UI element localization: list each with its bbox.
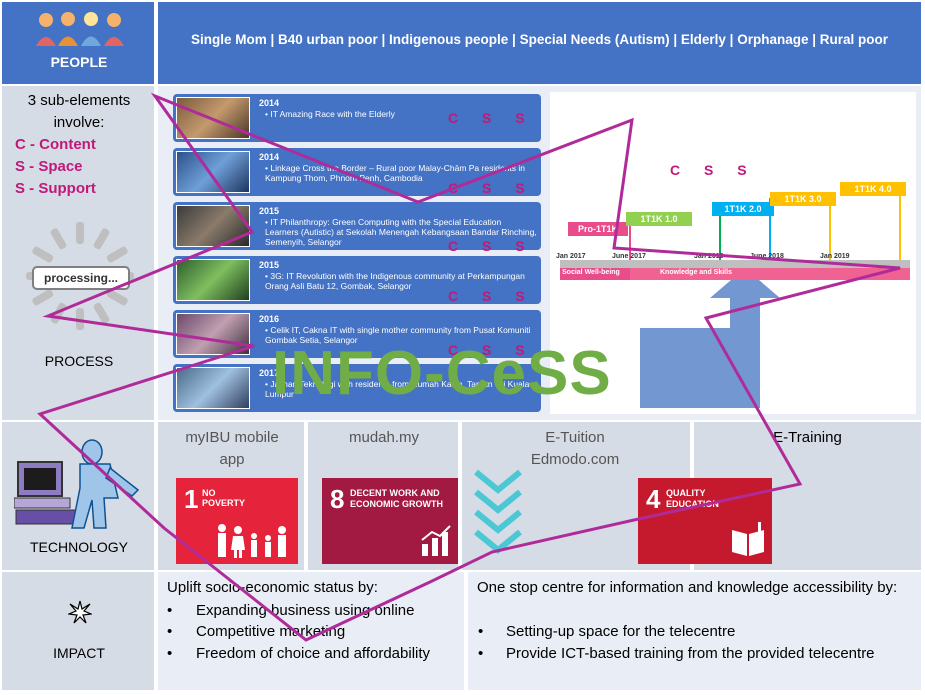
tech-app-label: E-Training	[773, 429, 842, 446]
roadmap-date: June 2018	[750, 253, 784, 260]
css-mark: C S S	[448, 110, 535, 126]
roadmap-date: June 2017	[612, 253, 646, 260]
process-item-support: S - Support	[15, 180, 96, 197]
roadmap-step: 1T1K 3.0	[770, 192, 836, 206]
sdg-tile-no-poverty: 1 NO POVERTY	[176, 478, 298, 564]
tech-app-label: mudah.my	[348, 429, 420, 446]
chevrons-down-icon	[474, 469, 522, 554]
timeline-photo	[176, 313, 250, 355]
timeline-photo	[176, 367, 250, 409]
sdg-number: 4	[646, 484, 661, 514]
tech-app-label: E-Tuition Edmodo.com	[530, 429, 620, 468]
roadmap-date: Jan 2019	[820, 253, 850, 260]
roadmap-step: 1T1K 4.0	[840, 182, 906, 196]
timeline-photo	[176, 97, 250, 139]
growth-chart-icon	[421, 525, 451, 556]
impact-bullet: •	[167, 645, 173, 662]
impact-left-item: Competitive marketing	[196, 623, 346, 640]
brand-title: INFO-CeSS	[272, 339, 612, 408]
impact-bullet: •	[167, 602, 173, 619]
impact-right-title: One stop centre for information and know…	[477, 579, 898, 596]
timeline-year: 2014	[259, 152, 280, 162]
timeline-photo	[176, 151, 250, 193]
timeline-year: 2015	[259, 260, 280, 270]
process-item-space: S - Space	[15, 158, 83, 175]
people-group-icon	[36, 12, 124, 46]
process-item-content: C - Content	[15, 136, 96, 153]
people-label: PEOPLE	[50, 54, 108, 70]
roadmap-step: 1T1K 2.0	[712, 202, 774, 216]
sdg-title: NO POVERTY	[202, 488, 246, 508]
people-groups-cell: Single Mom | B40 urban poor | Indigenous…	[158, 2, 921, 84]
tech-app-label: myIBU mobile app	[185, 429, 279, 468]
roadmap-css-mark: C S S	[670, 162, 757, 178]
impact-bullet: •	[478, 645, 484, 662]
timeline-photo	[176, 259, 250, 301]
book-icon	[732, 522, 764, 556]
sdg-tile-decent-work: 8 DECENT WORK AND ECONOMIC GROWTH	[322, 478, 458, 564]
impact-left-title: Uplift socio-economic status by:	[167, 579, 378, 596]
roadmap-bar-label: Knowledge and Skills	[660, 269, 732, 276]
roadmap-date: Jan 2018	[694, 253, 724, 260]
family-icon	[218, 524, 286, 558]
timeline-year: 2014	[259, 98, 280, 108]
impact-label: IMPACT	[53, 645, 105, 661]
technology-label: TECHNOLOGY	[29, 539, 128, 555]
impact-bullet: •	[478, 623, 484, 640]
processing-label: processing...	[43, 271, 119, 285]
sdg-title: DECENT WORK AND ECONOMIC GROWTH	[350, 488, 443, 509]
roadmap-bar-label: Social Well-being	[562, 269, 620, 276]
timeline-photo	[176, 205, 250, 247]
impact-left-item: Freedom of choice and affordability	[196, 645, 431, 662]
sdg-title: QUALITY EDUCATION	[666, 488, 719, 509]
css-mark: C S S	[448, 180, 535, 196]
sdg-number: 8	[330, 484, 345, 514]
roadmap-step: Pro-1T1K	[568, 222, 628, 236]
sdg-number: 1	[184, 484, 199, 514]
impact-bullet: •	[167, 623, 173, 640]
processing-box: processing...	[32, 266, 130, 290]
burst-icon	[68, 600, 92, 624]
impact-left-cell	[2, 572, 156, 690]
roadmap-step: 1T1K 1.0	[626, 212, 692, 226]
sdg-tile-quality-education: 4 QUALITY EDUCATION	[638, 478, 772, 564]
impact-right-item: Setting-up space for the telecentre	[506, 623, 736, 640]
css-mark: C S S	[448, 238, 535, 254]
computer-icon	[14, 439, 140, 529]
people-header-cell: PEOPLE	[2, 2, 156, 84]
css-mark: C S S	[448, 288, 535, 304]
impact-right-item: Provide ICT-based training from the prov…	[506, 645, 875, 662]
timeline-year: 2016	[259, 314, 280, 324]
timeline-year: 2015	[259, 206, 280, 216]
process-label: PROCESS	[44, 353, 114, 369]
impact-left-item: Expanding business using online	[196, 602, 415, 619]
roadmap-date: Jan 2017	[556, 253, 586, 260]
sub-elements-intro: 3 sub-elements involve:	[27, 92, 131, 131]
people-groups-text: Single Mom | B40 urban poor | Indigenous…	[190, 32, 889, 47]
